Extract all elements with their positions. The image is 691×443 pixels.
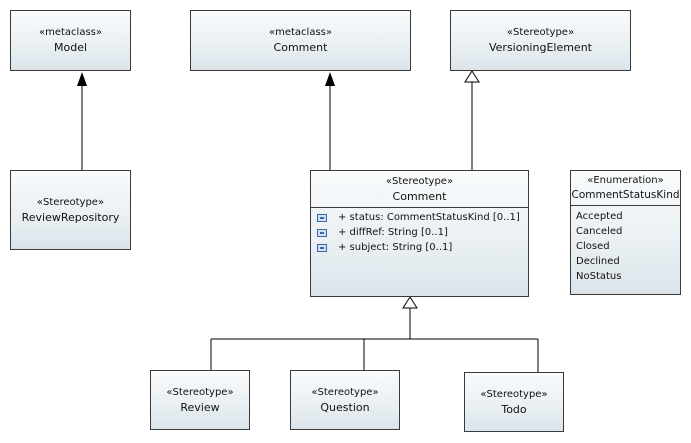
stereotype-label: «metaclass» [268, 27, 332, 38]
comment-stereotype[interactable]: «Stereotype» Comment + status: CommentSt… [310, 170, 529, 297]
enum-literal[interactable]: Accepted [576, 211, 623, 222]
literal-compartment: Accepted Canceled Closed Declined NoStat… [571, 206, 680, 284]
extension-comment-metaclass [325, 72, 335, 170]
class-name: Comment [273, 41, 328, 54]
question-stereotype[interactable]: «Stereotype» Question [290, 370, 400, 430]
stereotype-label: «metaclass» [38, 27, 102, 38]
attribute-row[interactable]: + status: CommentStatusKind [0..1] [317, 210, 528, 225]
attribute-row[interactable]: + diffRef: String [0..1] [317, 225, 528, 240]
attribute-text: + subject: String [0..1] [338, 242, 453, 253]
attribute-row[interactable]: + subject: String [0..1] [317, 240, 528, 255]
review-repository-stereotype[interactable]: «Stereotype» ReviewRepository [10, 170, 131, 250]
class-name: Comment [392, 189, 447, 203]
property-icon [317, 243, 327, 252]
stereotype-label: «Stereotype» [480, 388, 548, 400]
stereotype-label: «Stereotype» [36, 196, 105, 208]
generalization-tree-comment [210, 296, 539, 372]
property-icon [317, 228, 327, 237]
class-name: Todo [501, 402, 527, 416]
stereotype-label: «Stereotype» [166, 386, 234, 398]
enumeration-name: CommentStatusKind [571, 188, 680, 201]
stereotype-label: «Stereotype» [506, 27, 575, 38]
attribute-text: + status: CommentStatusKind [0..1] [338, 212, 520, 223]
enum-literal[interactable]: Closed [576, 241, 610, 252]
extension-reviewrepository-model [77, 72, 87, 170]
comment-metaclass[interactable]: «metaclass» Comment [190, 10, 411, 71]
class-name: Review [180, 400, 220, 414]
enum-literal[interactable]: Declined [576, 256, 620, 267]
class-name: ReviewRepository [21, 210, 120, 224]
stereotype-label: «Stereotype» [385, 175, 454, 187]
attribute-compartment: + status: CommentStatusKind [0..1] + dif… [311, 208, 528, 255]
enumeration-header: «Enumeration» CommentStatusKind [571, 171, 680, 206]
class-name: Model [53, 41, 88, 54]
enum-literal[interactable]: NoStatus [576, 271, 622, 282]
attribute-text: + diffRef: String [0..1] [338, 227, 448, 238]
stereotype-label: «Stereotype» [311, 386, 379, 398]
property-icon [317, 213, 327, 222]
class-name: VersioningElement [488, 41, 592, 54]
generalization-comment-versioning [464, 70, 480, 170]
stereotype-label: «Enumeration» [587, 174, 664, 186]
class-header: «Stereotype» Comment [311, 171, 528, 208]
enum-literal[interactable]: Canceled [576, 226, 623, 237]
todo-stereotype[interactable]: «Stereotype» Todo [464, 372, 564, 432]
versioning-element-stereotype[interactable]: «Stereotype» VersioningElement [450, 10, 631, 71]
model-metaclass[interactable]: «metaclass» Model [10, 10, 131, 71]
comment-status-kind-enumeration[interactable]: «Enumeration» CommentStatusKind Accepted… [570, 170, 681, 295]
review-stereotype[interactable]: «Stereotype» Review [150, 370, 250, 430]
class-name: Question [320, 400, 370, 414]
